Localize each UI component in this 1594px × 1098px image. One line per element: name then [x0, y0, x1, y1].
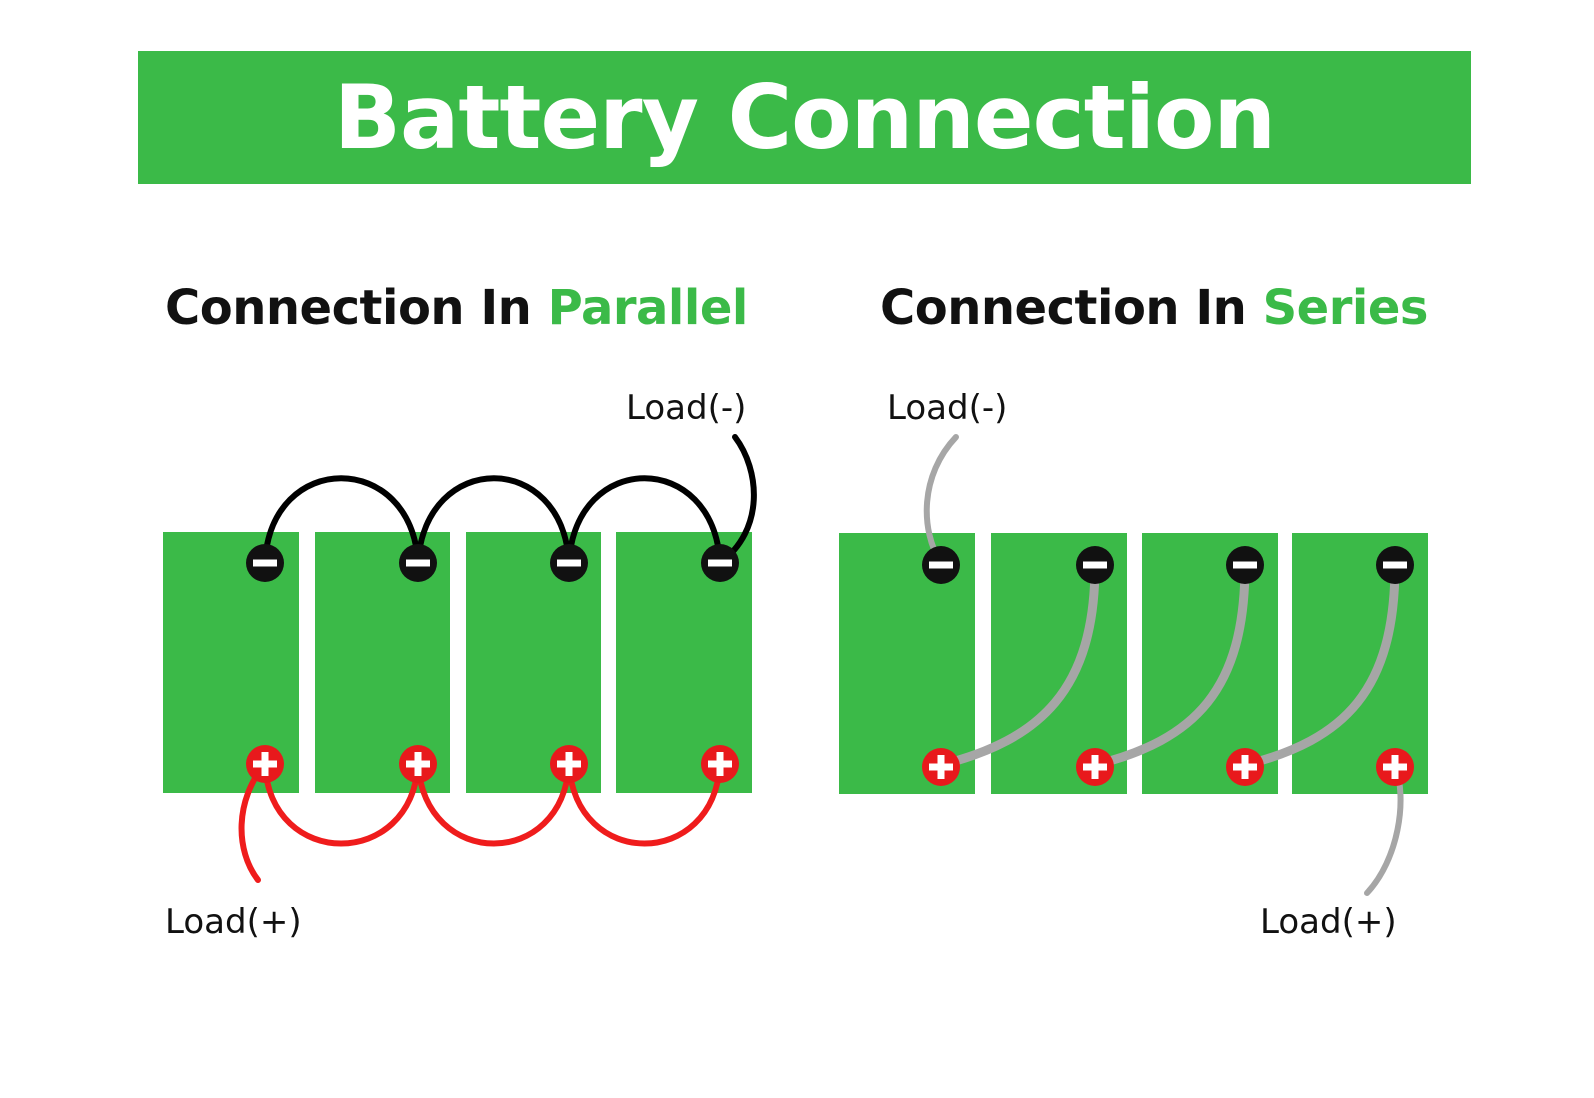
minus-terminal-icon [246, 544, 284, 582]
minus-terminal-icon [1376, 546, 1414, 584]
series-heading-accent: Series [1262, 280, 1429, 336]
minus-terminal-icon [1076, 546, 1114, 584]
parallel-heading: Connection In Parallel [165, 280, 748, 336]
title-banner: Battery Connection [138, 51, 1471, 184]
minus-terminal-icon [550, 544, 588, 582]
series-heading-prefix: Connection In [880, 280, 1263, 336]
plus-terminal-icon [1076, 748, 1114, 786]
parallel-heading-accent: Parallel [547, 280, 749, 336]
series-load-negative-label: Load(-) [887, 388, 1008, 428]
plus-terminal-icon [1226, 748, 1264, 786]
minus-terminal-icon [1226, 546, 1264, 584]
parallel-load-positive-label: Load(+) [165, 902, 302, 942]
series-wire-1 [936, 560, 1100, 770]
series-batteries [839, 533, 1428, 794]
minus-terminal-icon [399, 544, 437, 582]
parallel-positive-wire-3 [566, 761, 723, 847]
series-heading: Connection In Series [880, 280, 1428, 336]
minus-terminal-icon [701, 544, 739, 582]
parallel-negative-wire-3 [566, 475, 723, 566]
parallel-positive-wire-1 [262, 761, 421, 847]
parallel-load-negative-label: Load(-) [626, 388, 747, 428]
series-wires [923, 434, 1404, 896]
parallel-negative-wire-1 [262, 475, 421, 566]
plus-terminal-icon [1376, 748, 1414, 786]
series-wire-2 [1090, 560, 1250, 770]
page-title: Battery Connection [333, 65, 1276, 169]
series-load-positive-label: Load(+) [1260, 902, 1397, 942]
plus-terminal-icon [399, 745, 437, 783]
plus-terminal-icon [550, 745, 588, 783]
minus-terminal-icon [922, 546, 960, 584]
plus-terminal-icon [701, 745, 739, 783]
parallel-negative-wire-2 [415, 475, 572, 566]
parallel-positive-wire-2 [415, 761, 572, 847]
plus-terminal-icon [922, 748, 960, 786]
series-wire-3 [1240, 560, 1400, 770]
parallel-heading-prefix: Connection In [165, 280, 548, 336]
plus-terminal-icon [246, 745, 284, 783]
